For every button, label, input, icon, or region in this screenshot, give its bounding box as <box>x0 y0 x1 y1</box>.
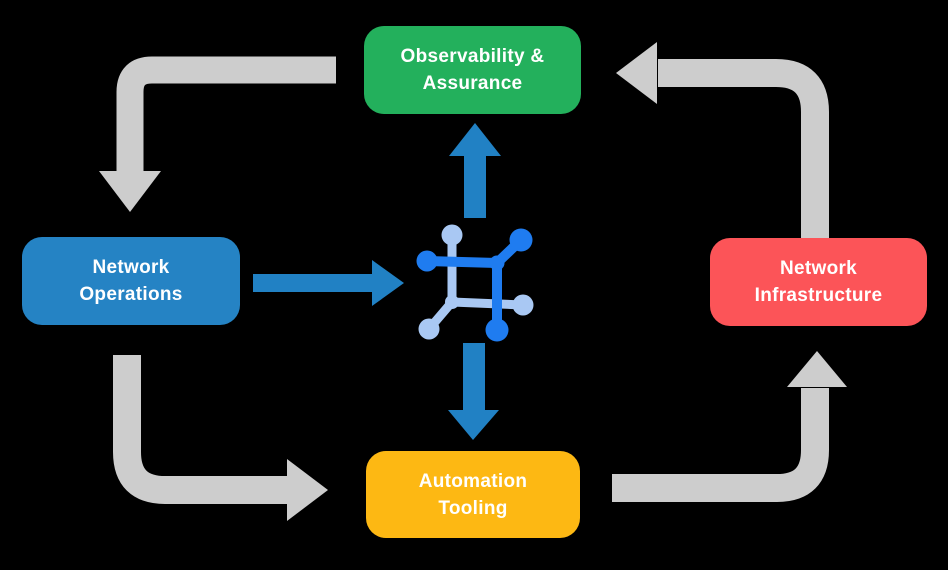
arrow-operations-to-center-head <box>372 260 404 306</box>
node-automation-label-line2: Tooling <box>438 497 508 519</box>
arrow-center-to-observability-shaft <box>464 155 486 218</box>
arrow-center-to-automation-shaft <box>463 343 485 412</box>
arrow-center-to-observability-head <box>449 123 501 156</box>
node-automation-tooling: Automation Tooling <box>366 451 580 538</box>
mesh-junction-bottom-left <box>445 295 459 309</box>
arrow-infrastructure-to-observability-shaft <box>658 59 829 239</box>
node-infrastructure-label-line1: Network <box>779 258 858 279</box>
arrow-infrastructure-to-observability-head <box>616 42 657 104</box>
mesh-node-top-right <box>509 228 533 252</box>
mesh-node-bottom <box>485 318 509 342</box>
node-operations-label-line2: Operations <box>79 284 183 305</box>
node-operations-label-line1: Network <box>92 257 170 278</box>
mesh-junction-top-right <box>489 255 505 271</box>
node-automation-label-line1: Automation <box>418 470 528 492</box>
node-observability-label-line1: Observability & <box>400 46 545 67</box>
arrow-observability-to-operations-shaft <box>116 56 336 172</box>
mesh-top-edge <box>426 256 498 268</box>
node-observability-assurance: Observability & Assurance <box>364 26 581 114</box>
mesh-node-right <box>512 294 534 316</box>
mesh-bottom-edge <box>451 297 524 310</box>
arrow-center-to-automation-head <box>448 410 499 440</box>
node-observability-label-line2: Assurance <box>422 73 523 94</box>
arrow-operations-to-automation-shaft <box>113 355 288 504</box>
network-mesh-icon <box>416 224 534 342</box>
arrow-observability-to-operations-head <box>99 171 161 212</box>
node-network-infrastructure: Network Infrastructure <box>710 238 927 326</box>
mesh-node-left <box>416 250 438 272</box>
arrow-operations-to-automation-head <box>287 459 328 521</box>
arrow-automation-to-infrastructure-head <box>787 351 847 387</box>
mesh-node-top <box>441 224 463 246</box>
arrow-operations-to-center-shaft <box>253 274 373 292</box>
node-infrastructure-label-line2: Infrastructure <box>754 285 883 306</box>
node-network-operations: Network Operations <box>22 237 240 325</box>
arrow-automation-to-infrastructure-shaft <box>612 388 829 502</box>
mesh-node-bottom-left <box>418 318 440 340</box>
